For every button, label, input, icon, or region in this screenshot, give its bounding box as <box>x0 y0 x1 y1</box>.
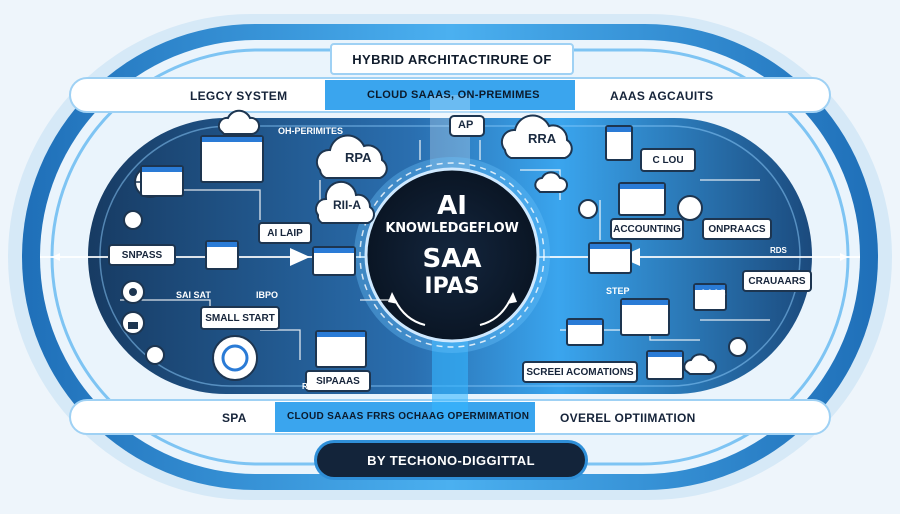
tablet-icon <box>566 318 604 346</box>
onpraacs-box: ONPRAACS <box>702 218 772 240</box>
cloud-icon-ria <box>315 180 375 224</box>
title-banner: HYBRID ARCHITACTIRURE OF <box>330 43 574 75</box>
ibpo-tag: IBPO <box>256 290 279 300</box>
process-icon <box>728 337 748 357</box>
byline: BY TECHONO-DIGGITTAL <box>367 452 535 468</box>
monitor-icon <box>200 135 264 183</box>
top-band-right-label: AAAS AGCAUITS <box>610 89 714 103</box>
target-icon <box>212 335 258 381</box>
small-start-label: SMALL START <box>205 312 275 324</box>
report-icon <box>693 283 727 311</box>
sipaaas-box: SIPAAAS <box>305 370 371 392</box>
cloud-icon-rra <box>500 114 573 159</box>
desktop-icon <box>315 330 367 368</box>
accounting-label: ACCOUNTING <box>613 223 681 235</box>
center-title-ai: AI <box>437 191 467 221</box>
cloud-icon-small-3 <box>683 353 717 375</box>
bottom-band-middle-label: CLOUD SAAAS FRRS OCHAAG OPERMIMATION <box>287 411 530 422</box>
c-lou-box: C LOU <box>640 148 696 172</box>
user-icon <box>123 210 143 230</box>
screen-automations-label: SCREEI ACOMATIONS <box>526 366 634 378</box>
browser-icon <box>588 242 632 274</box>
ai-laip-label: AI LAIP <box>267 227 303 239</box>
cloud-label-ria: RII-A <box>333 198 361 212</box>
ai-laip-box: AI LAIP <box>258 222 312 244</box>
c-lou-label: C LOU <box>652 154 684 166</box>
device-icon <box>205 240 239 270</box>
aaas-tag: AAAS <box>700 288 726 298</box>
snpass-box: SNPASS <box>108 244 176 266</box>
bottom-band-left-label: SPA <box>222 411 247 425</box>
cloud-label-rpa: RPA <box>345 150 372 165</box>
sai-sat-tag: SAI SAT <box>176 290 211 300</box>
cloud-label-ap: AP <box>458 119 474 131</box>
center-hub: AI KNOWLEDGEFLOW SAA IPAS <box>370 192 534 300</box>
document-icon <box>605 125 633 161</box>
screen-automations-box: SCREEI ACOMATIONS <box>522 361 638 383</box>
bottom-band-highlight <box>275 402 535 432</box>
rds-tag: RDS <box>770 246 787 255</box>
top-band-left-label: LEGCY SYSTEM <box>190 89 288 103</box>
center-title-saa: SAA <box>422 244 482 274</box>
step-tag: STEP <box>606 286 630 296</box>
onpraacs-label: ONPRAACS <box>708 223 766 235</box>
sipaaas-label: SIPAAAS <box>316 375 360 387</box>
accounting-box: ACCOUNTING <box>610 218 684 240</box>
check-icon <box>578 199 598 219</box>
center-circle <box>364 167 540 343</box>
bottom-band-right-label: OVEREL OPTIIMATION <box>560 411 696 425</box>
top-band-middle-label: CLOUD SAAAS, ON-PREMIMES <box>367 89 540 101</box>
cloud-icon-small-2 <box>534 171 568 193</box>
on-premimites-tag: OH-PERIMITES <box>278 126 344 136</box>
terminal-icon <box>646 350 684 380</box>
center-title-knowledgeflow: KNOWLEDGEFLOW <box>385 221 519 236</box>
rodas-tag: RODAS <box>302 382 331 391</box>
center-title-ipas: IPAS <box>424 274 480 299</box>
page-title: HYBRID ARCHITACTIRURE OF <box>352 51 552 67</box>
small-start-box: SMALL START <box>200 306 280 330</box>
snpass-label: SNPASS <box>121 249 163 261</box>
chip-icon <box>677 195 703 221</box>
cloud-icon-rpa <box>315 134 388 179</box>
cloud-label-rra: RRA <box>528 131 557 146</box>
cloud-icon-small-1 <box>217 109 261 135</box>
laptop-icon <box>312 246 356 276</box>
craurs-label: CRAUAARS <box>748 275 806 287</box>
settings-icon <box>145 345 165 365</box>
ap-box <box>449 115 485 137</box>
byline-badge: BY TECHONO-DIGGITTAL <box>317 443 585 477</box>
server-icon <box>140 165 184 197</box>
dashboard-icon <box>618 182 666 216</box>
gear-icon <box>121 280 145 304</box>
craurs-box: CRAUAARS <box>742 270 812 292</box>
lock-icon <box>121 311 145 335</box>
top-band-highlight <box>325 80 575 110</box>
analytics-screen-icon <box>620 298 670 336</box>
